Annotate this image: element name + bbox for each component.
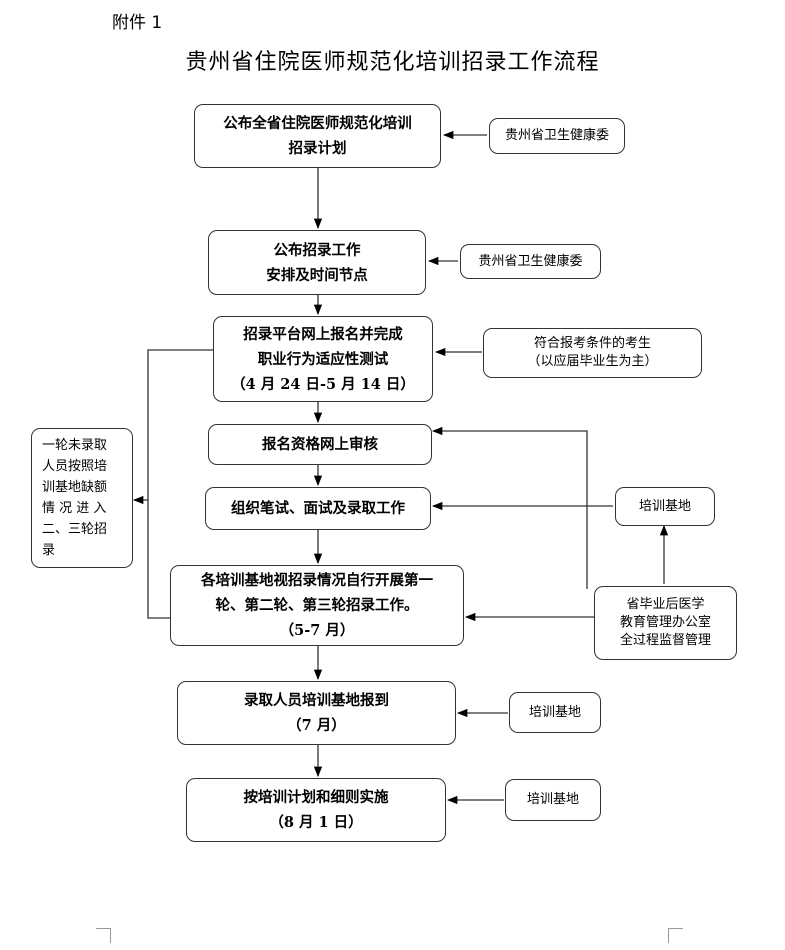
note-line: 贵州省卫生健康委: [504, 128, 609, 143]
step-line: 安排及时间节点: [266, 266, 368, 284]
step-line: （4 月 24 日-5 月 14 日）: [231, 375, 415, 393]
step-publish-schedule: 公布招录工作 安排及时间节点: [208, 230, 426, 295]
note-health-commission-1: 贵州省卫生健康委: [489, 118, 625, 154]
note-line: 贵州省卫生健康委: [478, 253, 583, 269]
note-training-base-1: 培训基地: [615, 487, 715, 526]
step-line: 公布全省住院医师规范化培训: [223, 115, 412, 132]
note-line: 一轮未录取: [42, 438, 108, 453]
note-line: （以应届毕业生为主）: [527, 354, 658, 369]
step-rounds-recruitment: 各培训基地视招录情况自行开展第一 轮、第二轮、第三轮招录工作。 （5-7 月）: [170, 565, 464, 646]
step-publish-plan: 公布全省住院医师规范化培训 招录计划: [194, 104, 441, 168]
note-line: 教育管理办公室: [619, 615, 711, 630]
note-supervision-office: 省毕业后医学 教育管理办公室 全过程监督管理: [594, 586, 737, 660]
step-online-registration: 招录平台网上报名并完成 职业行为适应性测试 （4 月 24 日-5 月 14 日…: [213, 316, 433, 402]
note-training-base-3: 培训基地: [505, 779, 601, 821]
step-line: （8 月 1 日）: [269, 814, 363, 831]
note-candidates: 符合报考条件的考生 （以应届毕业生为主）: [483, 328, 702, 378]
step-exams-admission: 组织笔试、面试及录取工作: [205, 487, 431, 530]
step-line: （5-7 月）: [279, 622, 355, 639]
page-title: 贵州省住院医师规范化培训招录工作流程: [185, 50, 600, 75]
step-qualification-review: 报名资格网上审核: [208, 424, 432, 465]
attachment-label: 附件 1: [112, 13, 163, 33]
step-implement-training: 按培训计划和细则实施 （8 月 1 日）: [186, 778, 446, 842]
step-line: 招录平台网上报名并完成: [243, 325, 403, 343]
step-line: 职业行为适应性测试: [257, 350, 389, 368]
step-line: 报名资格网上审核: [262, 436, 378, 453]
step-line: 各培训基地视招录情况自行开展第一: [201, 572, 433, 589]
arrow-supervision-step4: [431, 426, 588, 589]
note-additional-rounds: 一轮未录取 人员按照培 训基地缺额 情 况 进 入 二、三轮招 录: [31, 428, 133, 568]
note-line: 训基地缺额: [42, 480, 108, 495]
note-health-commission-2: 贵州省卫生健康委: [460, 244, 601, 279]
note-line: 培训基地: [638, 498, 691, 514]
page-corner-mark-left: [96, 928, 111, 943]
note-line: 符合报考条件的考生: [533, 336, 651, 351]
note-line: 情 况 进 入: [42, 501, 107, 516]
note-line: 全过程监督管理: [619, 633, 711, 648]
page-corner-mark-right: [668, 928, 683, 943]
note-line: 培训基地: [526, 792, 579, 807]
note-line: 录: [42, 543, 56, 558]
step-line: 组织笔试、面试及录取工作: [231, 500, 405, 517]
loop-line: [147, 349, 213, 619]
step-line: （7 月）: [287, 717, 346, 734]
note-line: 二、三轮招: [42, 522, 108, 537]
step-report-to-base: 录取人员培训基地报到 （7 月）: [177, 681, 456, 745]
step-line: 招录计划: [288, 140, 347, 157]
step-line: 轮、第二轮、第三轮招录工作。: [215, 597, 419, 614]
note-line: 培训基地: [528, 704, 581, 720]
step-line: 录取人员培训基地报到: [244, 692, 389, 709]
step-line: 公布招录工作: [273, 241, 361, 259]
note-training-base-2: 培训基地: [509, 692, 601, 733]
note-line: 人员按照培: [42, 459, 108, 474]
step-line: 按培训计划和细则实施: [243, 789, 389, 806]
note-line: 省毕业后医学: [626, 597, 705, 612]
